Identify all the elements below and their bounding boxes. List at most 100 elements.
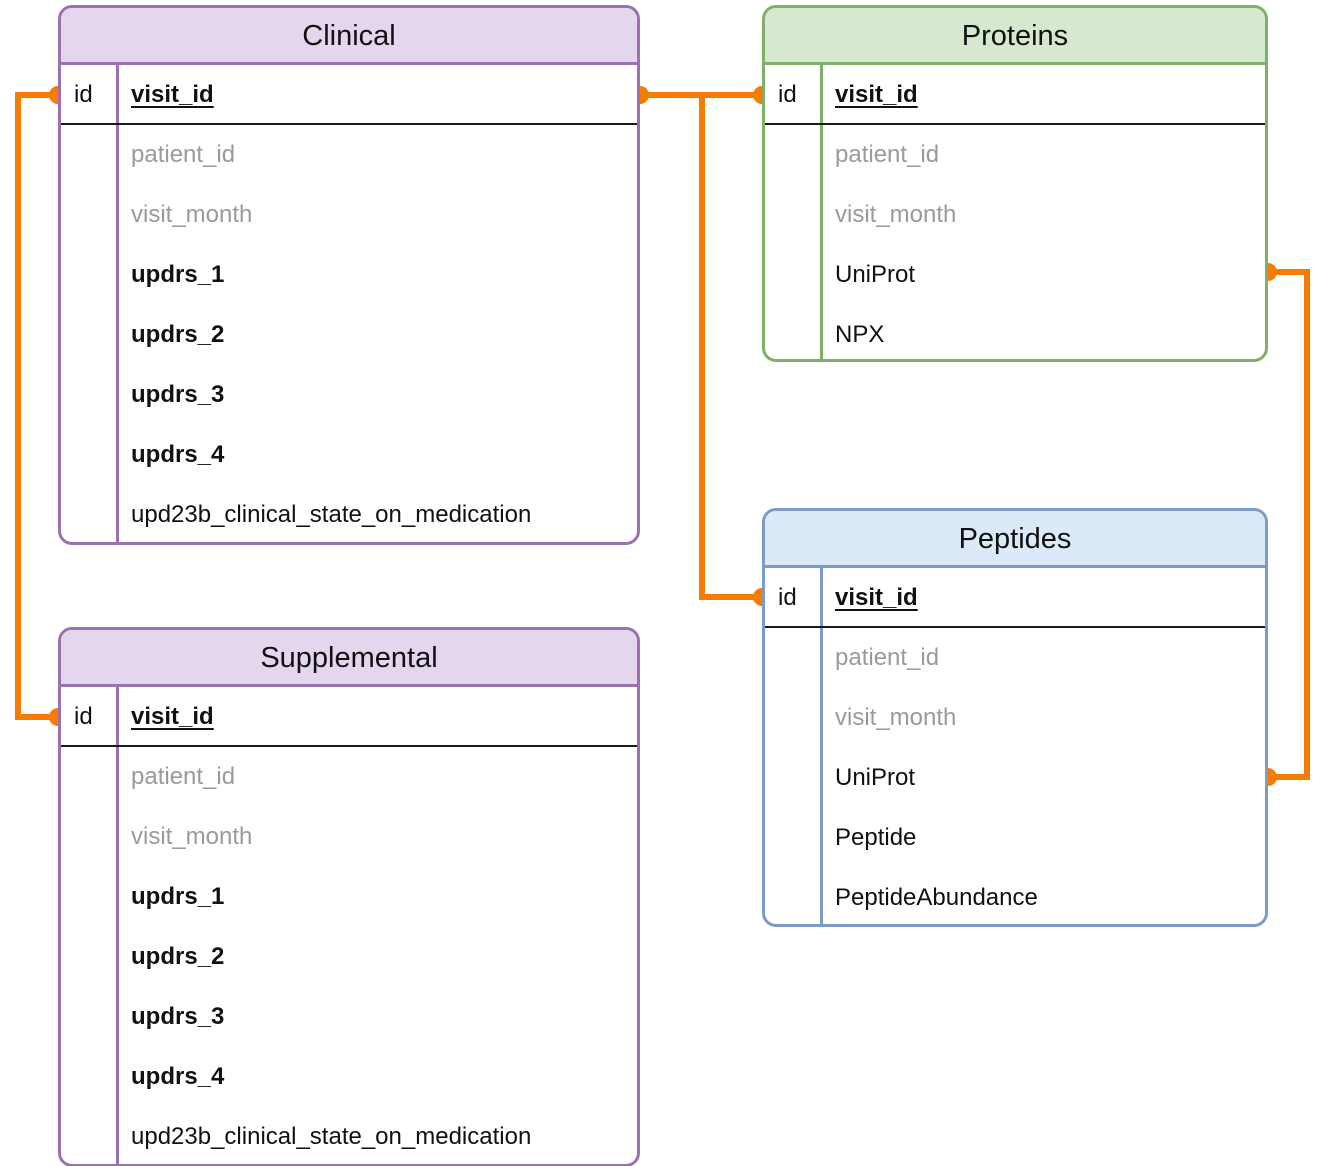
- id-gutter-empty: [61, 485, 116, 542]
- field-row[interactable]: id visit_id: [765, 65, 1265, 125]
- id-gutter-empty: [765, 245, 820, 305]
- id-column-divider: [820, 568, 823, 924]
- field-name: visit_id: [131, 703, 214, 730]
- field-row[interactable]: PeptideAbundance: [765, 868, 1265, 924]
- field-row[interactable]: NPX: [765, 305, 1265, 359]
- entity-table-peptides[interactable]: Peptides id visit_id patient_id visit_mo…: [762, 508, 1268, 927]
- entity-title-supplemental: Supplemental: [61, 630, 637, 687]
- entity-table-clinical[interactable]: Clinical id visit_id patient_id visit_mo…: [58, 5, 640, 545]
- field-row[interactable]: patient_id: [61, 747, 637, 807]
- id-gutter-empty: [61, 927, 116, 987]
- field-row[interactable]: visit_month: [61, 185, 637, 245]
- id-gutter-empty: [61, 425, 116, 485]
- entity-body-peptides: id visit_id patient_id visit_month UniPr…: [765, 568, 1265, 924]
- field-name: UniProt: [835, 261, 916, 288]
- field-name: updrs_1: [131, 261, 225, 288]
- id-gutter-label: id: [74, 81, 93, 108]
- field-row[interactable]: updrs_3: [61, 365, 637, 425]
- field-row[interactable]: patient_id: [765, 628, 1265, 688]
- field-name: updrs_2: [131, 943, 225, 970]
- id-gutter-empty: [61, 747, 116, 807]
- field-name: visit_id: [131, 81, 214, 108]
- id-gutter-empty: [765, 808, 820, 868]
- id-gutter-empty: [61, 867, 116, 927]
- field-row[interactable]: visit_month: [765, 688, 1265, 748]
- field-row[interactable]: id visit_id: [765, 568, 1265, 628]
- field-row[interactable]: upd23b_clinical_state_on_medication: [61, 485, 637, 542]
- field-name: patient_id: [835, 141, 940, 168]
- id-column-divider: [116, 65, 119, 542]
- field-name: NPX: [835, 321, 885, 348]
- id-gutter-empty: [61, 1047, 116, 1107]
- entity-table-proteins[interactable]: Proteins id visit_id patient_id visit_mo…: [762, 5, 1268, 362]
- field-name: visit_month: [835, 201, 957, 228]
- field-row[interactable]: updrs_2: [61, 927, 637, 987]
- field-row[interactable]: upd23b_clinical_state_on_medication: [61, 1107, 637, 1164]
- id-gutter-empty: [61, 365, 116, 425]
- field-name: upd23b_clinical_state_on_medication: [131, 1123, 532, 1150]
- id-gutter-empty: [61, 185, 116, 245]
- id-gutter-empty: [61, 245, 116, 305]
- field-name: visit_month: [131, 201, 253, 228]
- id-gutter-empty: [61, 987, 116, 1047]
- field-row[interactable]: Peptide: [765, 808, 1265, 868]
- id-column-divider: [820, 65, 823, 359]
- id-gutter-empty: [61, 305, 116, 365]
- id-gutter-empty: [765, 748, 820, 808]
- field-name: updrs_4: [131, 1063, 225, 1090]
- id-gutter-empty: [61, 125, 116, 185]
- field-row[interactable]: id visit_id: [61, 65, 637, 125]
- entity-title-peptides: Peptides: [765, 511, 1265, 568]
- field-row[interactable]: updrs_4: [61, 425, 637, 485]
- field-row[interactable]: UniProt: [765, 245, 1265, 305]
- connector-proteins-peptides: [1265, 269, 1310, 780]
- id-gutter-empty: [765, 305, 820, 359]
- entity-table-supplemental[interactable]: Supplemental id visit_id patient_id visi…: [58, 627, 640, 1166]
- field-row[interactable]: updrs_1: [61, 867, 637, 927]
- entity-title-proteins: Proteins: [765, 8, 1265, 65]
- id-gutter-empty: [765, 185, 820, 245]
- field-row[interactable]: updrs_1: [61, 245, 637, 305]
- field-name: updrs_3: [131, 1003, 225, 1030]
- field-name: visit_id: [835, 584, 918, 611]
- field-row[interactable]: patient_id: [61, 125, 637, 185]
- id-gutter-label: id: [778, 584, 797, 611]
- field-name: patient_id: [131, 141, 236, 168]
- field-name: patient_id: [131, 763, 236, 790]
- field-name: PeptideAbundance: [835, 884, 1038, 911]
- connector-clinical-peptides: [699, 92, 765, 600]
- field-row[interactable]: visit_month: [765, 185, 1265, 245]
- connector-clinical-supplemental: [15, 92, 61, 720]
- field-name: upd23b_clinical_state_on_medication: [131, 501, 532, 528]
- field-row[interactable]: updrs_4: [61, 1047, 637, 1107]
- id-gutter-label: id: [74, 703, 93, 730]
- field-name: visit_month: [835, 704, 957, 731]
- entity-body-clinical: id visit_id patient_id visit_month updrs…: [61, 65, 637, 542]
- id-gutter-empty: [61, 807, 116, 867]
- field-row[interactable]: visit_month: [61, 807, 637, 867]
- field-row[interactable]: UniProt: [765, 748, 1265, 808]
- id-column-divider: [116, 687, 119, 1164]
- id-gutter-empty: [61, 1107, 116, 1164]
- entity-body-supplemental: id visit_id patient_id visit_month updrs…: [61, 687, 637, 1164]
- field-name: updrs_1: [131, 883, 225, 910]
- id-gutter-empty: [765, 868, 820, 924]
- id-gutter-label: id: [778, 81, 797, 108]
- entity-title-clinical: Clinical: [61, 8, 637, 65]
- field-name: updrs_2: [131, 321, 225, 348]
- field-name: updrs_3: [131, 381, 225, 408]
- field-name: visit_id: [835, 81, 918, 108]
- field-row[interactable]: updrs_2: [61, 305, 637, 365]
- field-name: UniProt: [835, 764, 916, 791]
- id-gutter-empty: [765, 125, 820, 185]
- field-name: patient_id: [835, 644, 940, 671]
- id-gutter-empty: [765, 628, 820, 688]
- field-name: Peptide: [835, 824, 917, 851]
- field-name: updrs_4: [131, 441, 225, 468]
- field-name: visit_month: [131, 823, 253, 850]
- field-row[interactable]: id visit_id: [61, 687, 637, 747]
- entity-body-proteins: id visit_id patient_id visit_month UniPr…: [765, 65, 1265, 359]
- field-row[interactable]: patient_id: [765, 125, 1265, 185]
- field-row[interactable]: updrs_3: [61, 987, 637, 1047]
